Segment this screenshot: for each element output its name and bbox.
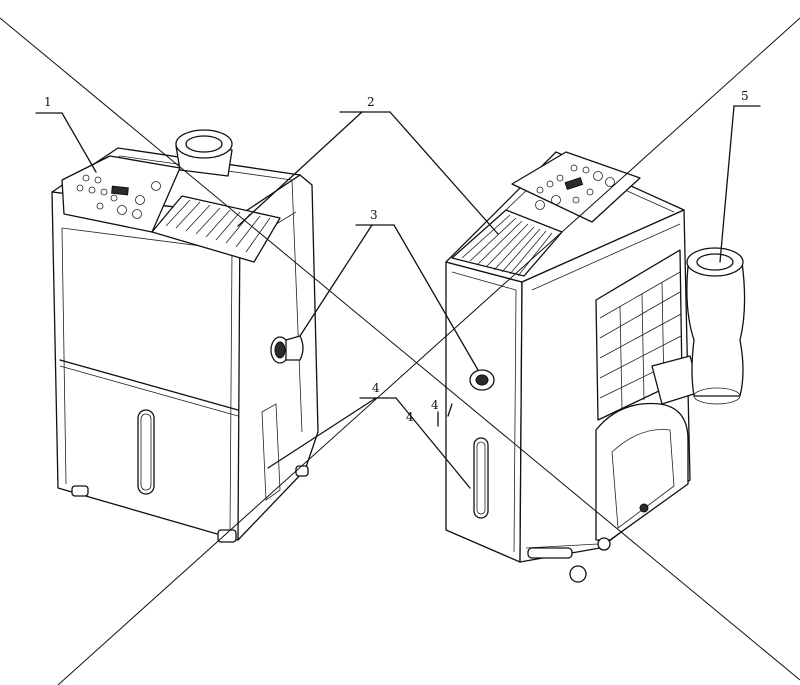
callout-3: 3 (370, 208, 378, 222)
callout-labels: 1 2 3 4 4 4 5 (44, 89, 749, 424)
callout-4-upper: 4 (372, 381, 380, 395)
callout-4-lower: 4 (406, 410, 414, 424)
right-dehumidifier-unit (445, 151, 746, 583)
left-level-window (137, 409, 155, 495)
leader-lines (35, 105, 761, 489)
callout-4-middle: 4 (431, 398, 439, 412)
callout-2: 2 (367, 95, 375, 109)
left-dehumidifier-unit (51, 129, 319, 543)
callout-1: 1 (44, 95, 52, 109)
callout-5: 5 (741, 89, 749, 103)
exhaust-duct (686, 261, 746, 397)
right-level-window (473, 437, 489, 519)
left-top-grille (151, 195, 281, 263)
cross-out-lines (0, 17, 800, 685)
